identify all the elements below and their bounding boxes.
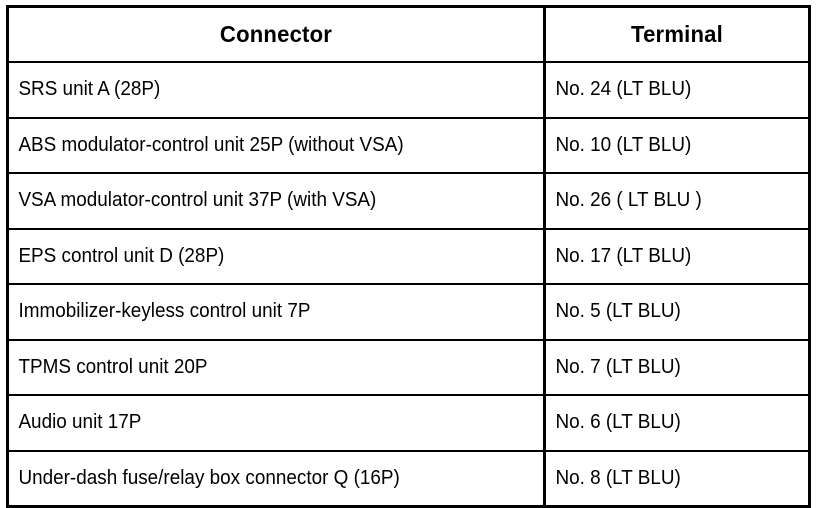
table-row: SRS unit A (28P) No. 24 (LT BLU): [7, 62, 810, 119]
cell-connector: VSA modulator-control unit 37P (with VSA…: [7, 173, 546, 230]
cell-connector: Audio unit 17P: [7, 395, 546, 452]
table-row: Immobilizer-keyless control unit 7P No. …: [7, 284, 810, 341]
cell-connector: Immobilizer-keyless control unit 7P: [7, 284, 546, 341]
cell-terminal-text: No. 6 (LT BLU): [555, 411, 681, 434]
cell-terminal: No. 17 (LT BLU): [544, 228, 810, 285]
cell-terminal: No. 26 ( LT BLU ): [544, 173, 810, 230]
spec-table-container: Connector Terminal SRS unit A (28P) No. …: [6, 5, 811, 508]
column-header-connector: Connector: [7, 6, 546, 63]
cell-terminal-text: No. 8 (LT BLU): [555, 466, 681, 489]
table-row: EPS control unit D (28P) No. 17 (LT BLU): [7, 228, 810, 285]
cell-connector: EPS control unit D (28P): [7, 228, 546, 285]
table-row: TPMS control unit 20P No. 7 (LT BLU): [7, 339, 810, 396]
table-row: Audio unit 17P No. 6 (LT BLU): [7, 395, 810, 452]
cell-connector: SRS unit A (28P): [7, 62, 546, 119]
cell-terminal: No. 6 (LT BLU): [544, 395, 810, 452]
cell-terminal-text: No. 10 (LT BLU): [555, 133, 692, 156]
table-header-row: Connector Terminal: [7, 6, 810, 63]
cell-terminal-text: No. 7 (LT BLU): [555, 355, 681, 378]
column-header-terminal: Terminal: [544, 6, 810, 63]
table-header: Connector Terminal: [7, 6, 810, 63]
table-row: Under-dash fuse/relay box connector Q (1…: [7, 450, 810, 507]
cell-terminal-text: No. 5 (LT BLU): [555, 300, 681, 323]
cell-terminal-text: No. 26 ( LT BLU ): [555, 189, 702, 212]
table-row: ABS modulator-control unit 25P (without …: [7, 117, 810, 174]
cell-connector-text: VSA modulator-control unit 37P (with VSA…: [18, 189, 377, 212]
cell-connector: ABS modulator-control unit 25P (without …: [7, 117, 546, 174]
table-body: SRS unit A (28P) No. 24 (LT BLU) ABS mod…: [7, 62, 810, 507]
connector-terminal-table: Connector Terminal SRS unit A (28P) No. …: [6, 5, 811, 508]
cell-connector-text: Immobilizer-keyless control unit 7P: [18, 300, 311, 323]
cell-terminal-text: No. 17 (LT BLU): [555, 244, 692, 267]
cell-connector: TPMS control unit 20P: [7, 339, 546, 396]
cell-terminal: No. 8 (LT BLU): [544, 450, 810, 507]
cell-connector-text: Under-dash fuse/relay box connector Q (1…: [18, 466, 400, 489]
cell-connector-text: TPMS control unit 20P: [18, 355, 208, 378]
cell-connector-text: Audio unit 17P: [18, 411, 142, 434]
column-header-connector-label: Connector: [219, 21, 333, 47]
cell-terminal: No. 10 (LT BLU): [544, 117, 810, 174]
cell-terminal: No. 24 (LT BLU): [544, 62, 810, 119]
cell-terminal-text: No. 24 (LT BLU): [555, 78, 692, 101]
cell-connector-text: SRS unit A (28P): [18, 78, 161, 101]
cell-connector: Under-dash fuse/relay box connector Q (1…: [7, 450, 546, 507]
cell-terminal: No. 5 (LT BLU): [544, 284, 810, 341]
cell-terminal: No. 7 (LT BLU): [544, 339, 810, 396]
cell-connector-text: ABS modulator-control unit 25P (without …: [18, 133, 404, 156]
table-row: VSA modulator-control unit 37P (with VSA…: [7, 173, 810, 230]
cell-connector-text: EPS control unit D (28P): [18, 244, 225, 267]
column-header-terminal-label: Terminal: [631, 21, 723, 47]
